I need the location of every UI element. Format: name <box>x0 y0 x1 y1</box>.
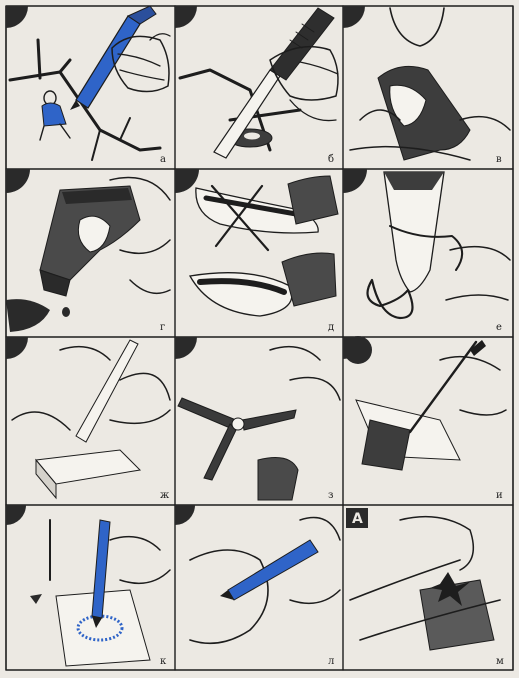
panel-letter-z: з <box>328 490 333 501</box>
panel-letter-g: г <box>160 322 165 333</box>
decal-letter-glyph: A <box>352 511 363 527</box>
panel-letter-v: в <box>496 154 502 165</box>
panel-d-drawing <box>188 175 339 317</box>
panel-letter-d: д <box>328 322 334 333</box>
panel-letter-b: б <box>328 154 334 165</box>
panel-l-drawing <box>189 516 341 645</box>
panel-i-drawing <box>344 336 507 471</box>
panel-letter-a: а <box>160 154 166 165</box>
panel-grid <box>5 5 514 671</box>
panel-z-drawing <box>177 345 341 501</box>
panel-zh-drawing <box>11 339 171 500</box>
panel-m-drawing: A <box>346 508 501 651</box>
panel-b-drawing <box>178 7 339 159</box>
panel-letter-zh: ж <box>160 490 170 501</box>
panel-v-drawing <box>349 7 511 161</box>
panel-k-drawing <box>30 519 171 667</box>
panel-g-drawing <box>6 176 171 332</box>
panel-letter-i: и <box>496 490 503 501</box>
panel-e-drawing <box>366 171 511 320</box>
panel-letters: а б в г д е ж з и к л м <box>160 154 504 667</box>
panel-letter-m: м <box>496 656 504 667</box>
panel-letter-k: к <box>160 656 167 667</box>
panel-a-drawing <box>8 5 171 161</box>
panel-letter-l: л <box>328 656 334 667</box>
panel-letter-e: е <box>496 322 502 333</box>
